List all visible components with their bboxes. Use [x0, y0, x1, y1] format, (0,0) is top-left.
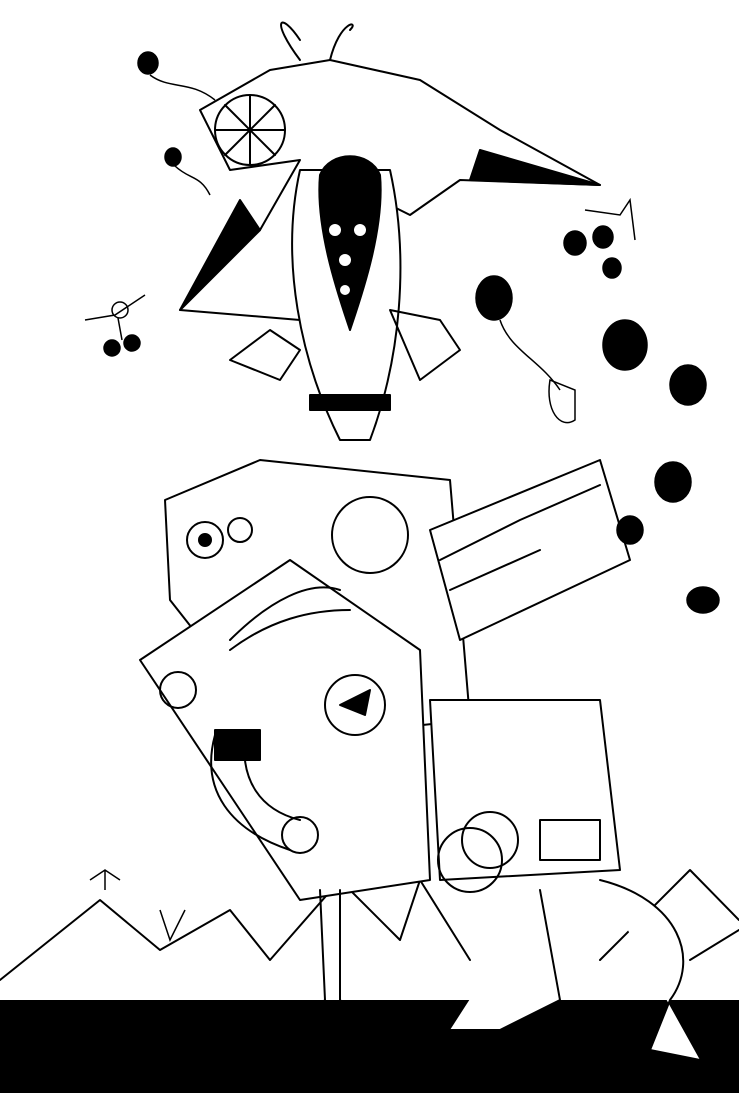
machine-body — [139, 459, 631, 901]
balloons — [103, 51, 720, 614]
small-figures — [84, 197, 636, 942]
accordion-hose — [210, 729, 319, 854]
left-leg — [239, 889, 371, 1051]
mask-face — [291, 155, 402, 441]
left-fan — [229, 329, 301, 381]
right-fan — [389, 309, 461, 381]
pointed-hat — [179, 21, 601, 321]
right-leg — [449, 879, 701, 1061]
black-ground — [0, 1000, 739, 1093]
